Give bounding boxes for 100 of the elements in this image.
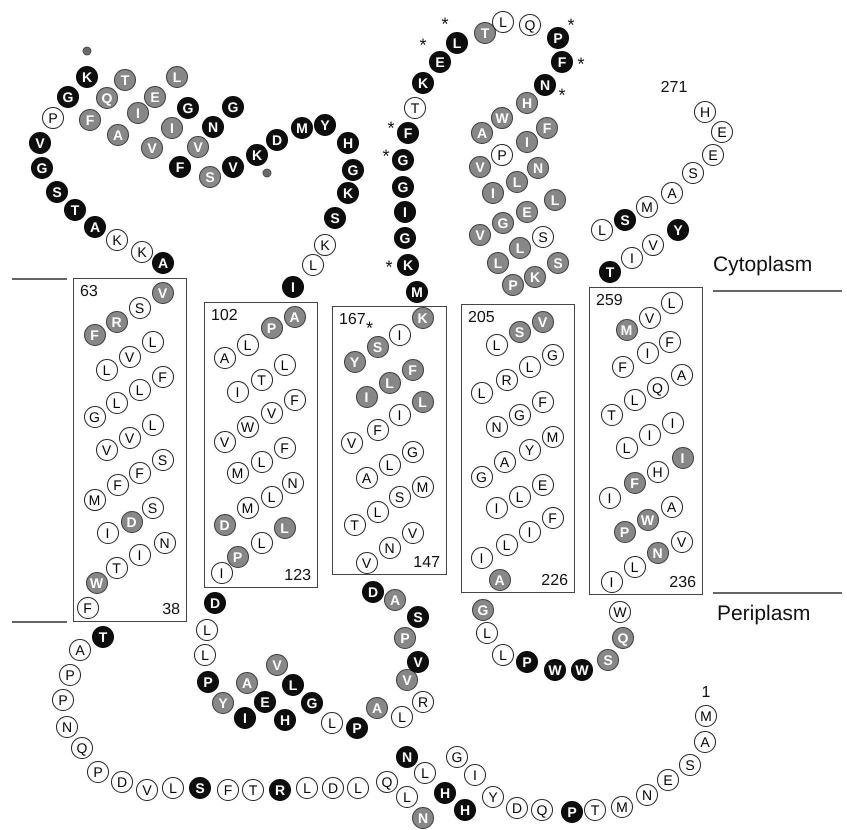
amino-acid-circle: L <box>492 644 514 666</box>
amino-acid-circle: A <box>236 672 258 694</box>
amino-acid-circle: P <box>394 627 416 649</box>
amino-acid-circle: G <box>542 344 564 366</box>
amino-acid-circle: A <box>214 346 236 368</box>
amino-acid-circle: S <box>597 649 619 671</box>
amino-acid-circle: L <box>660 292 682 314</box>
amino-acid-circle: A <box>494 450 516 472</box>
asterisk-mark: * <box>382 147 390 165</box>
amino-acid-circle: V <box>407 651 429 673</box>
amino-acid-circle: G <box>57 86 79 108</box>
amino-acid-circle: M <box>84 488 106 510</box>
amino-acid-circle: I <box>96 522 118 544</box>
amino-acid-circle: E <box>429 51 451 73</box>
amino-acid-circle: K <box>337 182 359 204</box>
amino-acid-circle: F <box>536 117 558 139</box>
amino-acid-circle: V <box>152 282 174 304</box>
amino-acid-circle: N <box>412 807 434 829</box>
amino-acid-circle: N <box>396 746 418 768</box>
amino-acid-circle: L <box>378 372 400 394</box>
amino-acid-circle: T <box>344 514 366 536</box>
amino-acid-circle: D <box>214 514 236 536</box>
amino-acid-circle: A <box>471 122 493 144</box>
amino-acid-circle: M <box>636 196 658 218</box>
amino-acid-circle: G <box>392 149 414 171</box>
amino-acid-circle: A <box>366 697 388 719</box>
amino-acid-circle: E <box>711 121 733 143</box>
amino-acid-circle: V <box>642 234 664 256</box>
amino-acid-circle: K <box>397 254 419 276</box>
amino-acid-circle: N <box>154 532 176 554</box>
amino-acid-circle: M <box>406 281 428 303</box>
amino-acid-circle: W <box>636 508 658 530</box>
amino-acid-circle: S <box>547 252 569 274</box>
amino-acid-circle: V <box>118 346 140 368</box>
amino-acid-circle: T <box>599 261 621 283</box>
residue-number: 147 <box>413 554 440 571</box>
amino-acid-circle: N <box>378 536 400 558</box>
amino-acid-circle: I <box>600 570 622 592</box>
amino-acid-circle: A <box>660 496 682 518</box>
amino-acid-circle: G <box>492 212 514 234</box>
amino-acid-circle: A <box>107 124 129 146</box>
amino-acid-circle: P <box>491 144 513 166</box>
amino-acid-circle: Y <box>518 438 540 460</box>
amino-acid-circle: H <box>274 709 296 731</box>
amino-acid-circle: L <box>282 674 304 696</box>
amino-acid-circle: M <box>236 496 258 518</box>
amino-acid-circle: V <box>136 779 158 801</box>
amino-acid-circle: L <box>518 356 540 378</box>
amino-acid-circle: L <box>391 706 413 728</box>
amino-acid-circle: L <box>414 762 436 784</box>
amino-acid-circle: Q <box>71 737 93 759</box>
amino-acid-circle: L <box>347 777 369 799</box>
amino-acid-circle: P <box>42 107 64 129</box>
amino-acid-circle: I <box>598 486 620 508</box>
amino-acid-circle: I <box>464 764 486 786</box>
amino-acid-circle: L <box>274 354 296 376</box>
amino-acid-circle: F <box>76 596 98 618</box>
amino-acid-circle: H <box>454 799 476 821</box>
amino-acid-circle: L <box>492 11 514 33</box>
amino-acid-circle: L <box>396 786 418 808</box>
amino-acid-circle: F <box>128 462 150 484</box>
amino-acid-circle: L <box>194 644 216 666</box>
amino-acid-circle: Q <box>646 376 668 398</box>
amino-acid-circle: A <box>356 466 378 488</box>
amino-acid-circle: G <box>394 227 416 249</box>
amino-acid-circle: Y <box>212 692 234 714</box>
residue-number: 226 <box>541 572 568 589</box>
amino-acid-circle: F <box>612 356 634 378</box>
amino-acid-circle: D <box>111 771 133 793</box>
amino-acid-circle: R <box>496 368 518 390</box>
amino-acid-circle: A <box>670 364 692 386</box>
amino-acid-circle: P <box>516 651 538 673</box>
asterisk-mark: * <box>388 119 394 137</box>
amino-acid-circle: F <box>84 324 106 346</box>
amino-acid-circle: S <box>199 166 221 188</box>
amino-acid-circle: Q <box>376 771 398 793</box>
amino-acid-circle: F <box>79 109 101 131</box>
amino-acid-circle: D <box>204 592 226 614</box>
amino-acid-circle: P <box>614 520 636 542</box>
amino-acid-circle: F <box>397 122 419 144</box>
amino-acid-circle: K <box>76 66 98 88</box>
amino-acid-circle: F <box>217 779 239 801</box>
amino-acid-circle: F <box>274 436 296 458</box>
amino-acid-circle: I <box>127 102 149 124</box>
amino-acid-circle: T <box>600 404 622 426</box>
amino-acid-circle: G <box>222 96 244 118</box>
amino-acid-circle: M <box>412 476 434 498</box>
amino-acid-circle: T <box>584 799 606 821</box>
amino-acid-circle: I <box>394 201 416 223</box>
amino-acid-circle: M <box>291 117 313 139</box>
amino-acid-circle: V <box>469 224 491 246</box>
amino-acid-circle: P <box>226 546 248 568</box>
compartment-label: Periplasm <box>717 602 810 626</box>
amino-acid-circle: D <box>322 777 344 799</box>
amino-acid-circle: S <box>508 320 530 342</box>
amino-acid-circle: V <box>29 132 51 154</box>
residue-number: 205 <box>468 309 495 326</box>
amino-acid-circle: F <box>152 366 174 388</box>
amino-acid-circle: V <box>670 530 692 552</box>
amino-acid-circle: V <box>340 432 362 454</box>
